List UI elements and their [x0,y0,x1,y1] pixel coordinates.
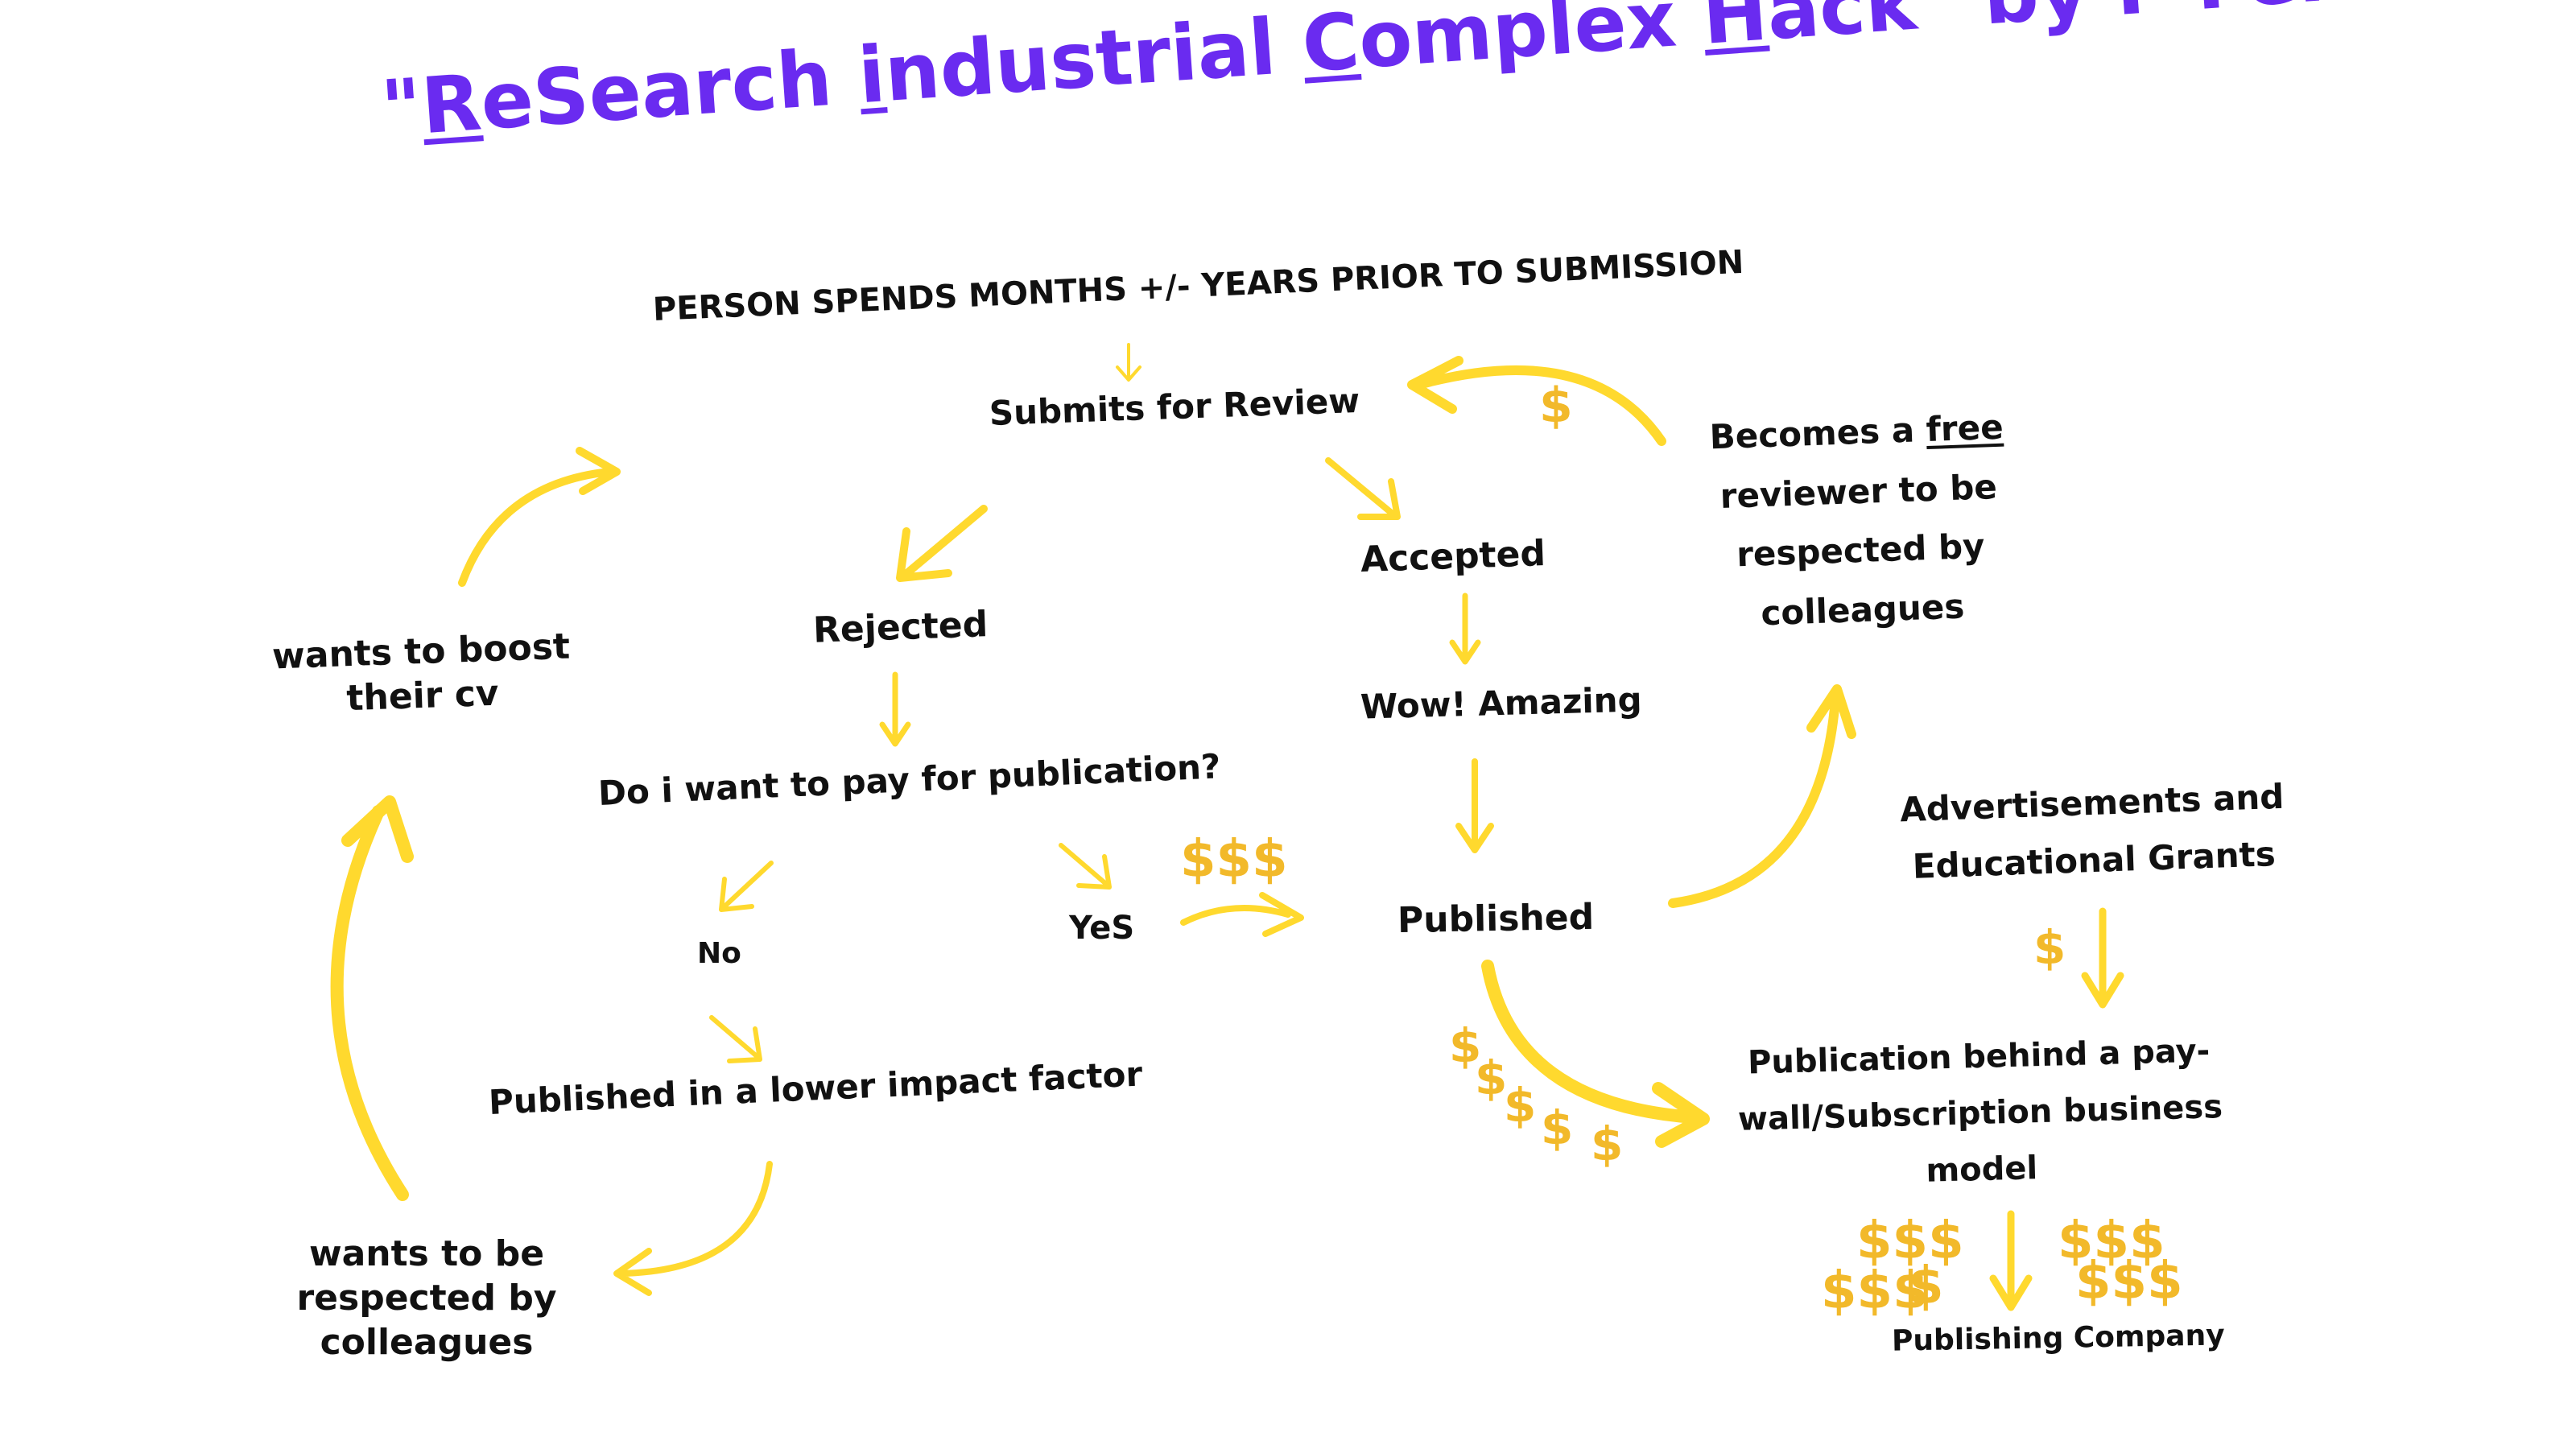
arrow-respected-to-boost [330,795,414,1201]
dollar-cascade-2: $ [1475,1051,1508,1105]
arrow-published-to-paywall [1481,960,1710,1148]
dollars-left-pile-bottom-b: $ [1908,1257,1944,1316]
dollars-pay-to-publish: $$$ [1180,830,1288,890]
arrow-rejected-to-question [879,671,911,747]
node-accepted: Accepted [1360,533,1546,580]
node-ads-grants: Advertisements and Educational Grants [1882,767,2305,897]
arrow-person-to-submits [1116,343,1141,382]
dollar-cascade-5: $ [1591,1117,1624,1171]
node-wow-amazing: Wow! Amazing [1360,679,1643,727]
node-free-reviewer-line-3: respected by [1736,526,1986,575]
node-free-word: free [1925,407,2004,450]
arrow-lower-impact-to-respected [613,1161,773,1296]
arrow-published-to-reviewer [1668,684,1856,908]
arrow-accepted-to-wow [1449,592,1481,665]
dollar-cascade-1: $ [1449,1018,1482,1073]
title-quote: " [378,61,425,155]
arrow-paywall-to-company [1989,1210,2033,1311]
arrow-yes-to-published [1180,892,1304,937]
dollars-left-pile-bottom-a: $$$ [1821,1261,1929,1321]
node-free-reviewer: Becomes a free reviewer to be respected … [1695,397,2025,645]
node-free-reviewer-line-4: colleagues [1760,586,1966,633]
arrow-question-to-yes [1059,843,1112,890]
node-publishing-company: Publishing Company [1891,1319,2225,1358]
node-paywall: Publication behind a pay- wall/Subscript… [1728,1022,2231,1204]
dollar-reviewer-loop: $ [1539,378,1573,434]
title-letter-r: R [418,57,485,152]
node-free-reviewer-line-2: reviewer to be [1719,466,1998,516]
node-wants-respected-line-3: colleagues [320,1322,534,1363]
node-boost-cv: wants to boost their cv [267,624,576,723]
dollar-cascade-4: $ [1541,1100,1574,1155]
title-letter-h: H [1699,0,1771,62]
dollars-right-pile-bottom: $$$ [2075,1252,2183,1311]
node-published: Published [1397,896,1595,942]
node-no: No [697,937,741,970]
dollars-right-pile-top: $$$ [2058,1212,2165,1271]
title-letter-c: C [1299,0,1363,90]
arrow-wow-to-published [1455,758,1494,853]
dollar-ads: $ [2033,920,2066,975]
arrow-ads-to-paywall [2081,907,2124,1009]
arrow-boost-to-submits [458,447,621,587]
dollars-left-pile-top: $$$ [1856,1212,1964,1271]
arrow-reviewer-to-submits [1407,356,1666,446]
arrow-question-to-no [719,861,774,912]
arrow-submits-to-rejected [896,505,988,582]
arrow-no-to-lower-impact [709,1015,762,1063]
node-wants-respected-line-1: wants to be [308,1233,545,1274]
dollar-cascade-3: $ [1504,1078,1537,1133]
node-wants-respected-line-2: respected by [296,1278,557,1319]
node-wants-respected: wants to be respected by colleagues [290,1232,564,1364]
node-free-reviewer-line-1: Becomes a free [1695,397,2018,467]
node-rejected: Rejected [812,604,989,651]
node-yes: YeS [1069,910,1135,947]
arrow-submits-to-accepted [1325,457,1401,520]
node-free-reviewer-text: Becomes a [1708,410,1927,457]
